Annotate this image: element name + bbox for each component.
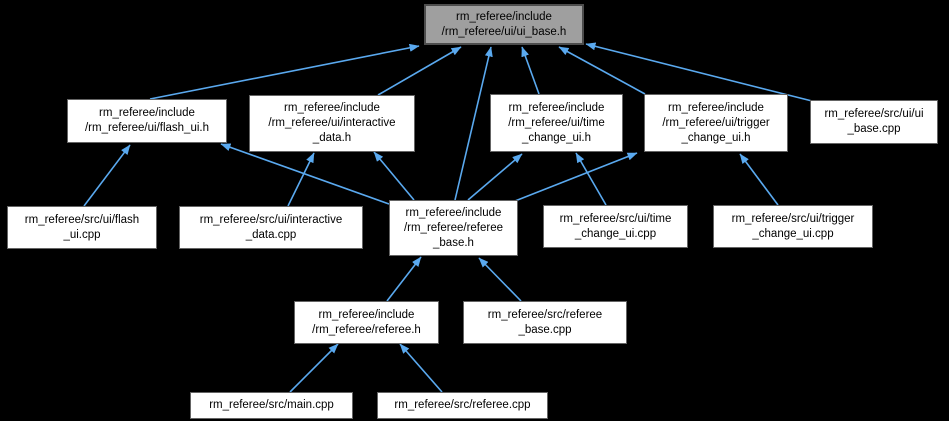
node-label: rm_referee/src/ui/time _change_ui.cpp (559, 212, 672, 240)
edge-referee-base-h-to-time-change-ui-h (467, 153, 523, 201)
edge-referee-base-h-to-flash-ui-h (220, 143, 390, 205)
edge-referee-h-to-referee-base-h (386, 256, 422, 302)
dependency-arrows (83, 42, 813, 393)
edge-interactive-data-cpp-to-interactive-data-h (287, 152, 315, 207)
edge-time-change-ui-cpp-to-time-change-ui-h (575, 152, 607, 206)
node-label: rm_referee/src/ui/interactive _data.cpp (199, 213, 343, 241)
node-time-change-ui-h[interactable]: rm_referee/include /rm_referee/ui/time _… (490, 94, 623, 152)
node-ui-base-h[interactable]: rm_referee/include /rm_referee/ui/ui_bas… (424, 4, 584, 45)
edge-flash-ui-h-to-ui-base-h (149, 43, 420, 100)
edge-trigger-change-ui-cpp-to-trigger-change-ui-h (739, 153, 779, 206)
node-label: rm_referee/src/ui/flash _ui.cpp (24, 213, 140, 241)
node-referee-base-h[interactable]: rm_referee/include /rm_referee/referee _… (389, 200, 518, 256)
node-label: rm_referee/include /rm_referee/ui/time _… (508, 101, 605, 144)
node-interactive-data-cpp[interactable]: rm_referee/src/ui/interactive _data.cpp (179, 206, 363, 249)
node-main-cpp[interactable]: rm_referee/src/main.cpp (190, 392, 353, 419)
node-interactive-data-h[interactable]: rm_referee/include /rm_referee/ui/intera… (249, 95, 415, 152)
edge-flash-ui-cpp-to-flash-ui-h (83, 144, 131, 207)
node-flash-ui-cpp[interactable]: rm_referee/src/ui/flash _ui.cpp (7, 206, 157, 249)
edge-referee-base-h-to-trigger-change-ui-h (514, 152, 638, 202)
edge-referee-cpp-to-referee-h (399, 343, 443, 393)
node-trigger-change-ui-cpp[interactable]: rm_referee/src/ui/trigger _change_ui.cpp (713, 205, 873, 248)
edge-ui-base-cpp-to-ui-base-h (585, 42, 813, 102)
node-label: rm_referee/src/ui/trigger _change_ui.cpp (731, 212, 855, 240)
node-referee-h[interactable]: rm_referee/include /rm_referee/referee.h (294, 301, 439, 344)
node-referee-cpp[interactable]: rm_referee/src/referee.cpp (377, 392, 548, 419)
node-trigger-change-ui-h[interactable]: rm_referee/include /rm_referee/ui/trigge… (644, 94, 788, 152)
node-flash-ui-h[interactable]: rm_referee/include /rm_referee/ui/flash_… (67, 99, 227, 143)
node-label: rm_referee/src/referee.cpp (394, 399, 531, 411)
node-label: rm_referee/include /rm_referee/ui/ui_bas… (441, 10, 567, 38)
edge-trigger-change-ui-h-to-ui-base-h (558, 46, 646, 95)
node-referee-base-cpp[interactable]: rm_referee/src/referee _base.cpp (463, 301, 627, 344)
node-label: rm_referee/include /rm_referee/ui/intera… (268, 102, 396, 144)
node-label: rm_referee/src/referee _base.cpp (487, 308, 603, 336)
edge-interactive-data-h-to-ui-base-h (377, 46, 462, 96)
node-label: rm_referee/src/ui/ui _base.cpp (824, 108, 924, 135)
node-label: rm_referee/include /rm_referee/ui/trigge… (662, 101, 770, 144)
edge-main-cpp-to-referee-h (289, 343, 339, 393)
node-label: rm_referee/include /rm_referee/referee _… (403, 206, 504, 249)
node-label: rm_referee/include /rm_referee/ui/flash_… (84, 107, 209, 134)
node-ui-base-cpp[interactable]: rm_referee/src/ui/ui _base.cpp (810, 100, 938, 144)
node-label: rm_referee/src/main.cpp (209, 399, 334, 411)
edge-referee-base-h-to-ui-base-h (454, 46, 493, 201)
node-time-change-ui-cpp[interactable]: rm_referee/src/ui/time _change_ui.cpp (543, 205, 688, 248)
edge-referee-base-cpp-to-referee-base-h (478, 257, 522, 302)
node-label: rm_referee/include /rm_referee/referee.h (312, 308, 421, 336)
edge-referee-base-h-to-interactive-data-h (373, 151, 415, 201)
edge-time-change-ui-h-to-ui-base-h (521, 46, 540, 95)
